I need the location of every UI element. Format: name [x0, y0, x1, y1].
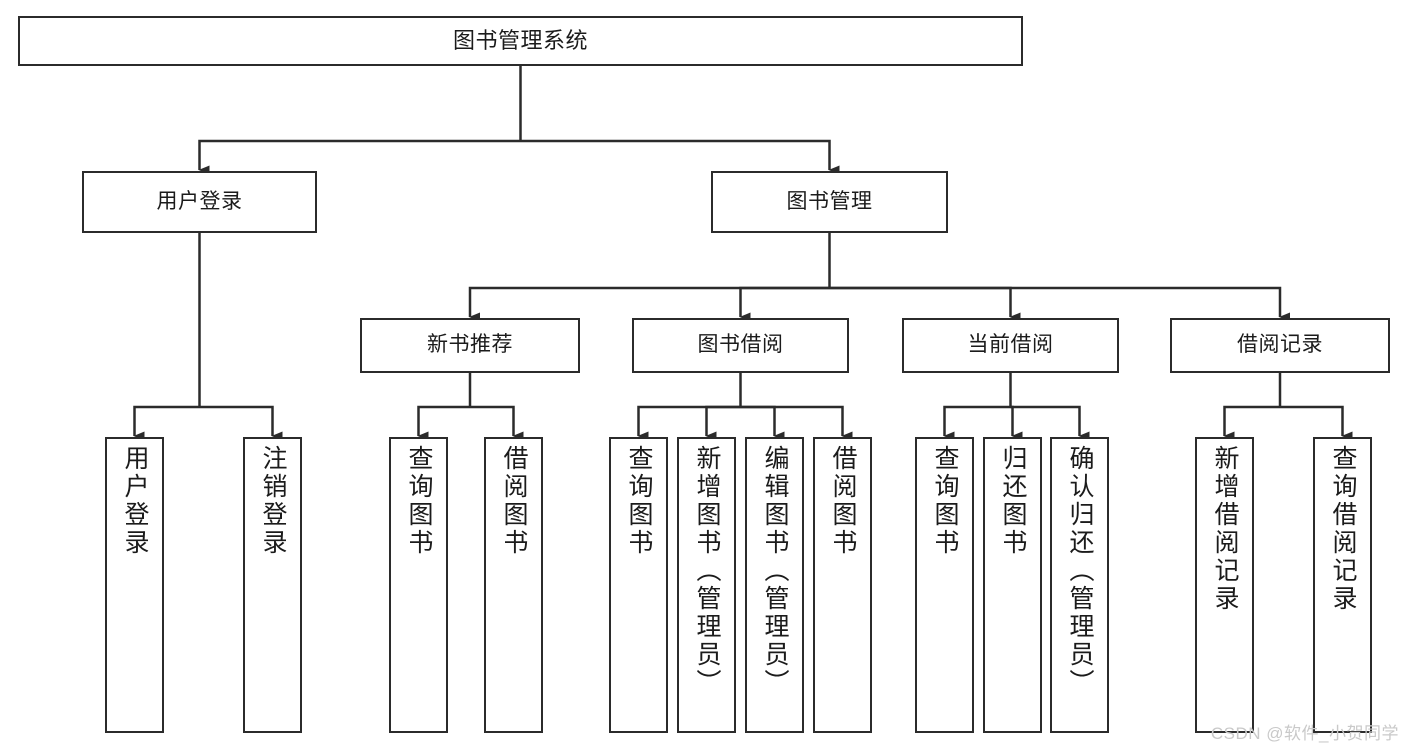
connector-borrow-record-to-leaf-br-add [1223, 405, 1280, 441]
connector-book-manage-to-book-borrow [739, 286, 830, 322]
node-label: 编辑图书（管理员） [761, 445, 789, 697]
connector-current-borrow-to-leaf-cb-return [1010, 405, 1023, 441]
node-label: 借阅图书 [500, 445, 528, 557]
node-book-borrow[interactable]: 图书借阅 [632, 318, 849, 373]
node-user-login[interactable]: 用户登录 [82, 171, 317, 233]
node-label: 新增借阅记录 [1211, 445, 1239, 613]
connector-user-login-to-leaf-user-logout [199, 405, 283, 441]
connector-book-manage-to-current-borrow [829, 286, 1021, 322]
node-root[interactable]: 图书管理系统 [18, 16, 1023, 66]
connector-book-borrow-to-leaf-bb-add [705, 405, 741, 441]
connector-book-manage-to-new-book-rec [468, 286, 830, 322]
node-label: 图书借阅 [697, 333, 784, 357]
node-label: 确认归还（管理员） [1066, 445, 1094, 697]
node-leaf-bb-add[interactable]: 新增图书（管理员） [677, 437, 736, 733]
connector-book-borrow-to-leaf-bb-query [637, 405, 741, 441]
node-label: 归还图书 [999, 445, 1027, 557]
node-label: 图书管理系统 [452, 28, 588, 54]
connector-new-book-rec-to-leaf-rec-query [417, 405, 470, 441]
node-label: 查询图书 [625, 445, 653, 557]
node-label: 查询借阅记录 [1329, 445, 1357, 613]
node-current-borrow[interactable]: 当前借阅 [902, 318, 1119, 373]
node-label: 查询图书 [405, 445, 433, 557]
watermark: CSDN @软件_小贺同学 [1210, 724, 1399, 743]
node-leaf-rec-query[interactable]: 查询图书 [389, 437, 448, 733]
node-leaf-rec-borrow[interactable]: 借阅图书 [484, 437, 543, 733]
connector-user-login-to-leaf-user-login [133, 405, 200, 441]
node-leaf-user-login[interactable]: 用户登录 [105, 437, 164, 733]
node-label: 用户登录 [156, 189, 243, 213]
node-leaf-br-query[interactable]: 查询借阅记录 [1313, 437, 1372, 733]
node-leaf-bb-borrow[interactable]: 借阅图书 [813, 437, 872, 733]
node-leaf-user-logout[interactable]: 注销登录 [243, 437, 302, 733]
node-label: 新书推荐 [427, 333, 513, 357]
connector-book-borrow-to-leaf-bb-edit [740, 405, 785, 441]
node-leaf-cb-confirm[interactable]: 确认归还（管理员） [1050, 437, 1109, 733]
connector-current-borrow-to-leaf-cb-query [943, 405, 1011, 441]
node-leaf-bb-query[interactable]: 查询图书 [609, 437, 668, 733]
node-leaf-bb-edit[interactable]: 编辑图书（管理员） [745, 437, 804, 733]
node-label: 借阅记录 [1237, 333, 1323, 357]
node-book-manage[interactable]: 图书管理 [711, 171, 948, 233]
connector-new-book-rec-to-leaf-rec-borrow [470, 405, 524, 441]
node-new-book-rec[interactable]: 新书推荐 [360, 318, 580, 373]
node-leaf-cb-return[interactable]: 归还图书 [983, 437, 1042, 733]
connector-current-borrow-to-leaf-cb-confirm [1010, 405, 1090, 441]
connector-book-manage-to-borrow-record [829, 286, 1290, 322]
node-leaf-cb-query[interactable]: 查询图书 [915, 437, 974, 733]
node-label: 注销登录 [259, 445, 287, 557]
node-label: 当前借阅 [967, 333, 1054, 357]
node-label: 新增图书（管理员） [693, 445, 721, 697]
node-leaf-br-add[interactable]: 新增借阅记录 [1195, 437, 1254, 733]
connector-borrow-record-to-leaf-br-query [1280, 405, 1353, 441]
node-borrow-record[interactable]: 借阅记录 [1170, 318, 1390, 373]
node-label: 查询图书 [931, 445, 959, 557]
connector-root-to-user-login [198, 139, 521, 175]
node-label: 用户登录 [121, 445, 149, 557]
connector-book-borrow-to-leaf-bb-borrow [740, 405, 853, 441]
connector-root-to-book-manage [520, 139, 840, 175]
node-label: 图书管理 [786, 189, 873, 213]
node-label: 借阅图书 [829, 445, 857, 557]
